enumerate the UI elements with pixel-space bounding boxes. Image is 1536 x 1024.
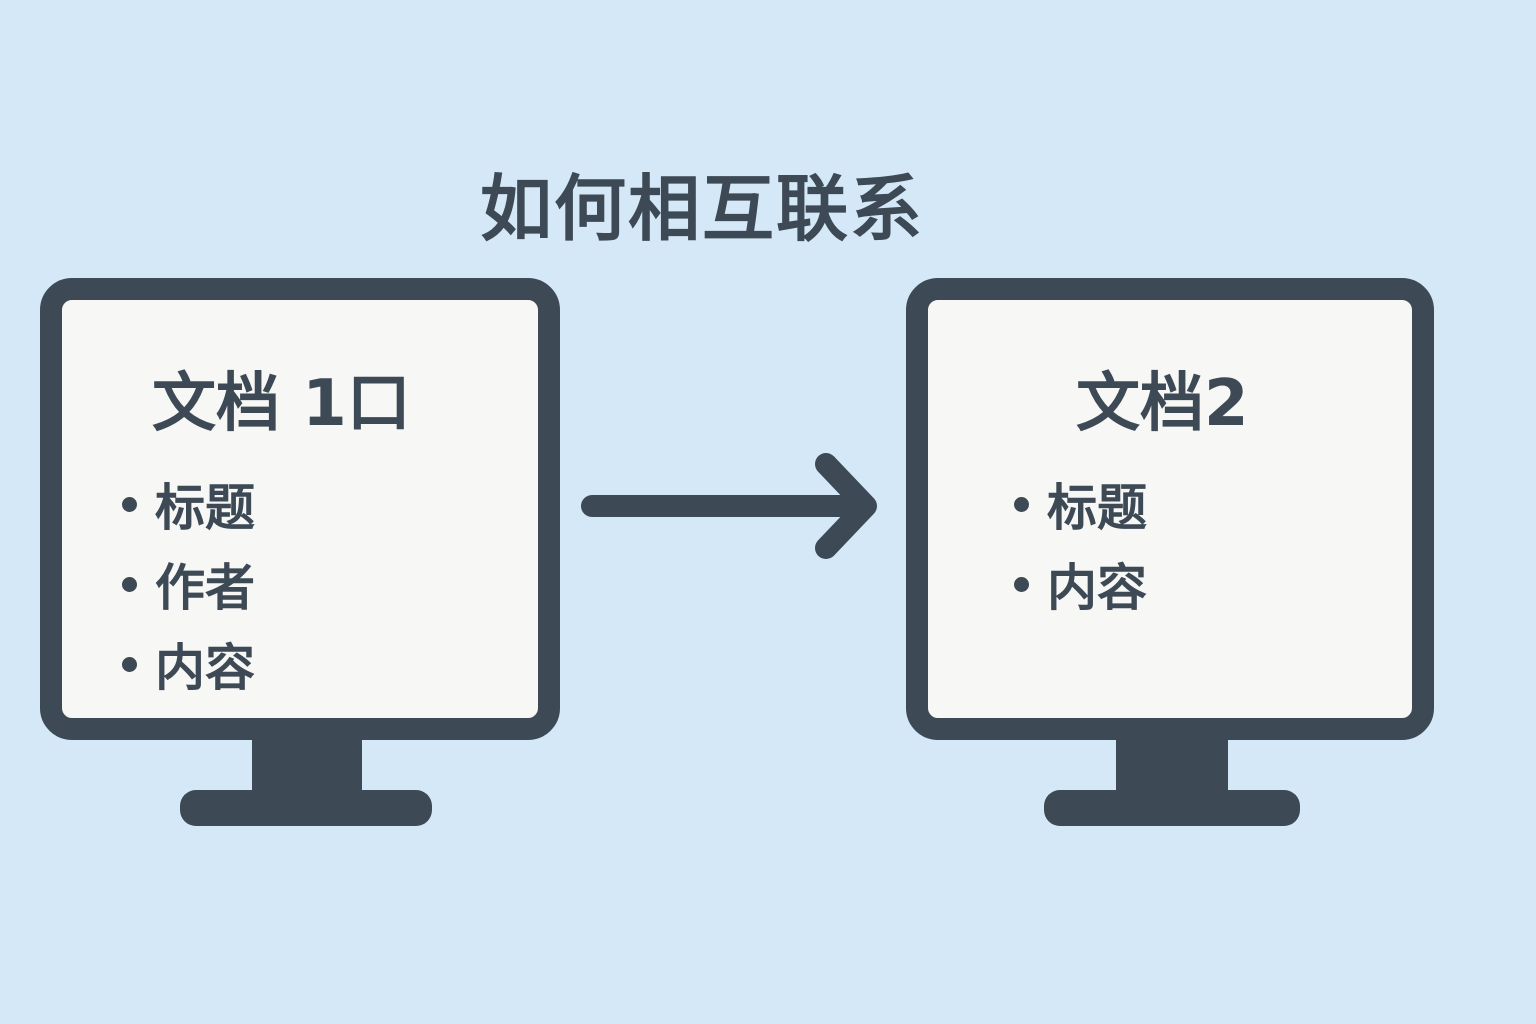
list-item: 内容 (122, 628, 255, 700)
list-item: 标题 (1014, 468, 1147, 540)
monitor-neck (252, 738, 362, 792)
item-label: 标题 (155, 479, 255, 537)
monitor-base (1044, 790, 1300, 826)
bullet-icon (122, 496, 137, 512)
list-item: 作者 (122, 548, 255, 620)
bullet-icon (1014, 576, 1029, 592)
list-item: 内容 (1014, 548, 1147, 620)
bullet-icon (122, 656, 137, 672)
bullet-icon (1014, 496, 1029, 512)
list-item: 标题 (122, 468, 255, 540)
monitor-screen (906, 278, 1434, 740)
monitor-neck (1116, 738, 1228, 792)
item-label: 内容 (155, 639, 255, 697)
monitor-base (180, 790, 432, 826)
arrow-head-icon (815, 453, 877, 559)
item-label: 内容 (1047, 559, 1147, 617)
document-2-title: 文档2 (1076, 367, 1249, 441)
item-label: 作者 (155, 559, 255, 617)
bullet-icon (122, 576, 137, 592)
document-1-title: 文档 1口 (152, 367, 411, 441)
diagram-title: 如何相互联系 (480, 167, 925, 251)
item-label: 标题 (1047, 479, 1147, 537)
